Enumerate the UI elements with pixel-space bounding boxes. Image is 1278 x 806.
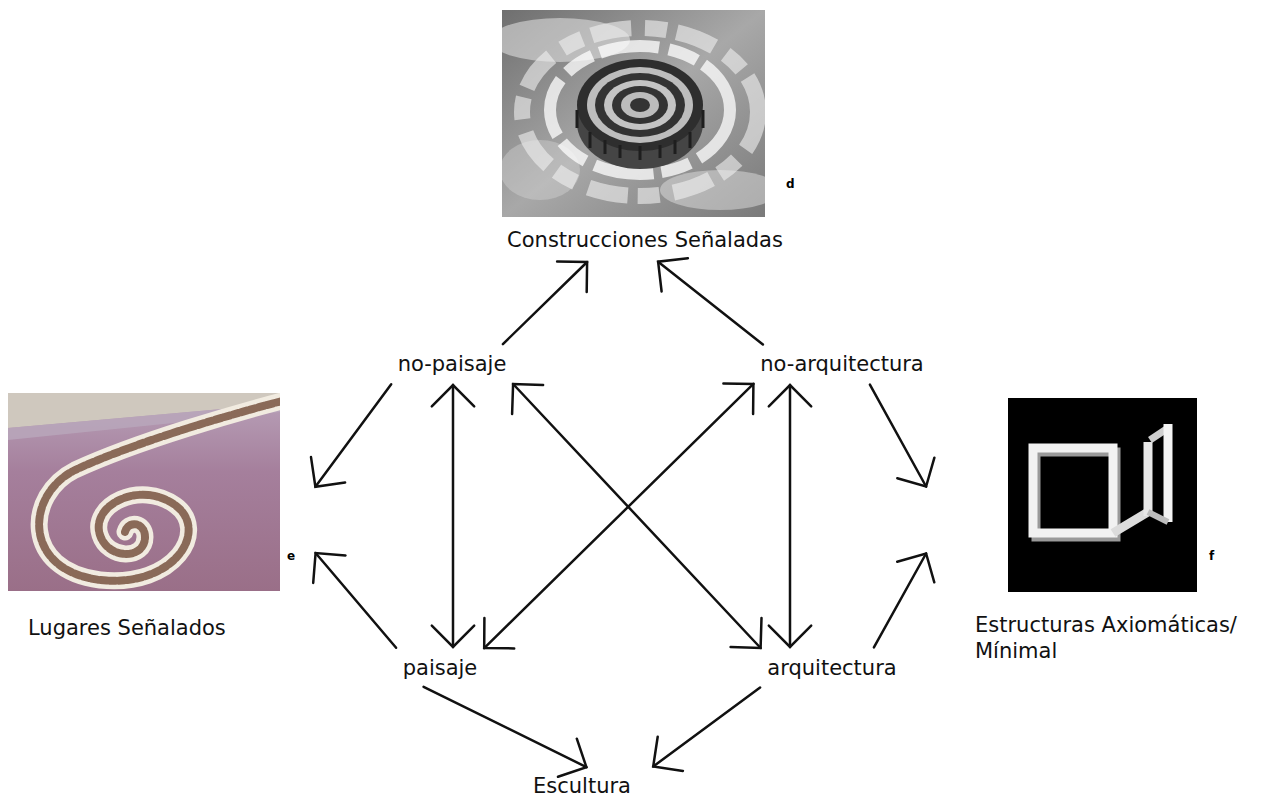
figure-node: Lugares Señalados [8, 393, 313, 645]
caption-text: Estructuras Axiomáticas/ Mínimal [975, 592, 1273, 669]
figure-area [8, 393, 313, 591]
connector-arrow [424, 687, 587, 777]
connector-line [452, 385, 455, 647]
connector-line [315, 384, 391, 487]
connector-line [484, 384, 753, 648]
term-label: no-paisaje [392, 347, 513, 381]
connector-arrow [874, 554, 934, 648]
node-text: Escultura [533, 773, 631, 799]
connector-arrow [313, 553, 396, 648]
connector-line [658, 262, 763, 345]
arrow-head [432, 385, 474, 406]
arrow-head [313, 553, 345, 583]
node-text: paisaje [403, 655, 478, 681]
arrow-head [897, 554, 934, 583]
connector-arrow [769, 385, 811, 647]
arrow-head [658, 258, 688, 291]
arrow-head [512, 384, 543, 414]
connector-line [316, 553, 397, 648]
arrow-head [769, 626, 811, 647]
connector-arrow [512, 384, 761, 648]
connector-arrow [503, 262, 587, 345]
minimal-sculpture-photo [1008, 398, 1197, 592]
category-label: Escultura [503, 769, 661, 803]
connector-line [789, 385, 792, 647]
figure-letter: e [287, 550, 295, 562]
arrow-head [311, 457, 345, 487]
term-label: paisaje [397, 651, 484, 685]
arrow-head [731, 618, 762, 648]
connector-arrow [870, 385, 935, 487]
connector-arrow [432, 385, 474, 647]
caption-text: Lugares Señalados [28, 591, 308, 645]
node-text: no-paisaje [398, 351, 507, 377]
connector-line [503, 262, 587, 344]
figure-node: Estructuras Axiomáticas/ Mínimal [928, 398, 1275, 669]
arrow-head [432, 626, 474, 647]
connector-arrow [658, 258, 763, 344]
arrow-head [653, 737, 683, 771]
connector-line [874, 554, 926, 648]
term-label: no-arquitectura [754, 347, 929, 381]
connector-line [870, 385, 926, 487]
figure-area [928, 398, 1275, 592]
connector-line [653, 688, 760, 767]
figure-letter: d [786, 178, 795, 190]
arrow-head [723, 384, 753, 414]
arrow-head [484, 618, 514, 648]
connector-line [424, 687, 587, 767]
connector-arrow [484, 384, 753, 649]
arrow-head [558, 739, 586, 777]
arrow-head [557, 262, 587, 292]
spiral-jetty-photo [8, 393, 280, 591]
arrow-head [897, 458, 934, 487]
connector-arrow [311, 384, 391, 487]
labyrinth-photo [502, 10, 765, 217]
figure-node: Construcciones Señaladas [495, 8, 795, 259]
arrow-head [769, 385, 811, 406]
node-text: no-arquitectura [760, 351, 923, 377]
term-label: arquitectura [761, 651, 902, 685]
connector-line [513, 384, 761, 648]
connector-arrow [653, 688, 760, 771]
figure-letter: f [1209, 550, 1214, 562]
figure-area [495, 8, 795, 215]
caption-text: Construcciones Señaladas [495, 215, 795, 259]
node-text: arquitectura [767, 655, 896, 681]
